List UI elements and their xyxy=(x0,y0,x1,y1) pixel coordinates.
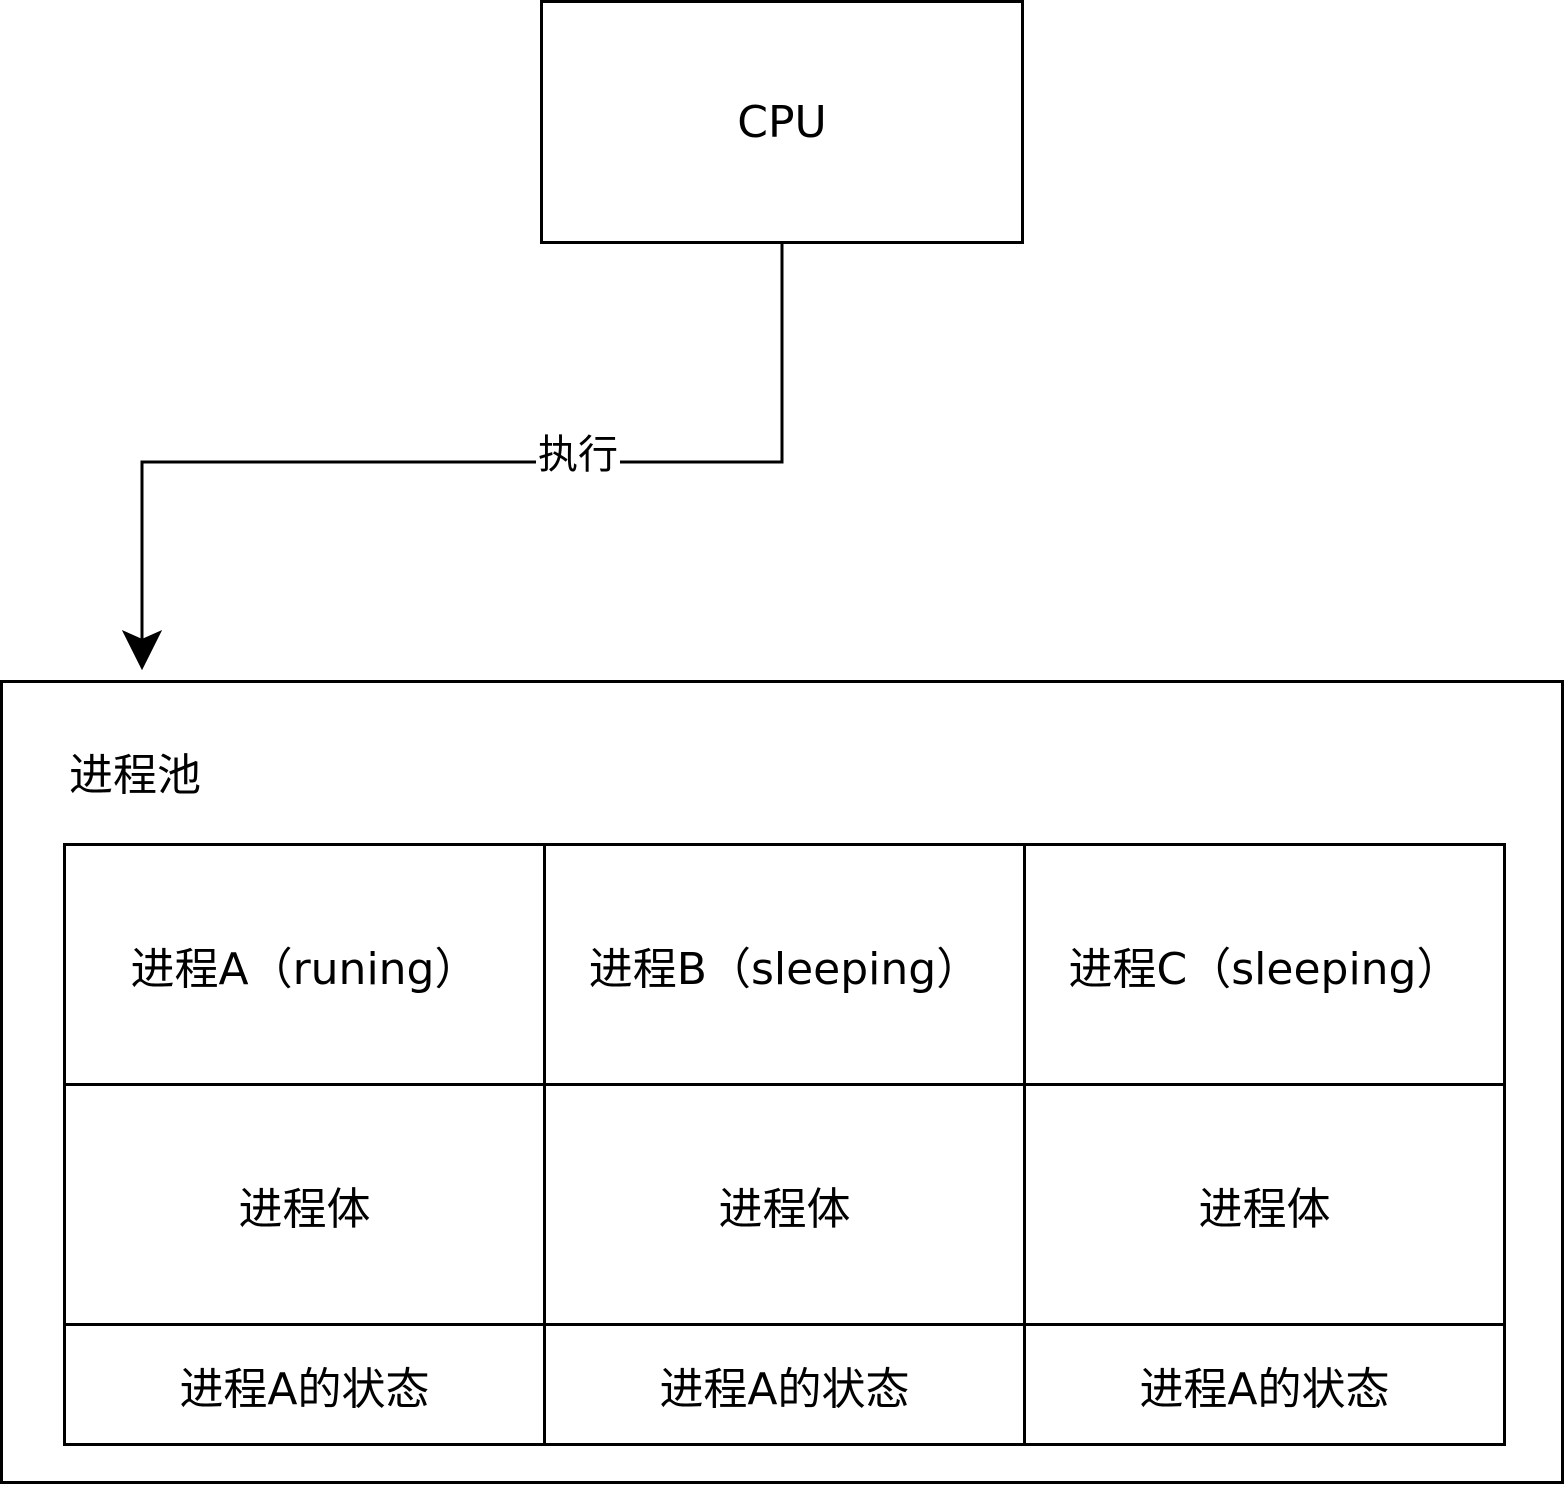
process-pool: 进程池 进程A（runing） 进程B（sleeping） 进程C（sleepi… xyxy=(0,680,1564,1484)
process-c-state: 进程A的状态 xyxy=(1023,1323,1506,1446)
process-c-body: 进程体 xyxy=(1023,1083,1506,1326)
process-a-body: 进程体 xyxy=(63,1083,546,1326)
process-b-header: 进程B（sleeping） xyxy=(543,843,1026,1086)
cpu-label: CPU xyxy=(737,96,827,148)
process-pool-title: 进程池 xyxy=(69,750,201,801)
connector-line xyxy=(140,244,784,640)
process-a-header: 进程A（runing） xyxy=(63,843,546,1086)
connector-arrowhead xyxy=(121,629,163,671)
process-b-body: 进程体 xyxy=(543,1083,1026,1326)
execute-edge-label: 执行 xyxy=(536,422,620,480)
process-a-state: 进程A的状态 xyxy=(63,1323,546,1446)
process-b-state: 进程A的状态 xyxy=(543,1323,1026,1446)
cpu-node: CPU xyxy=(540,0,1024,244)
process-c-header: 进程C（sleeping） xyxy=(1023,843,1506,1086)
